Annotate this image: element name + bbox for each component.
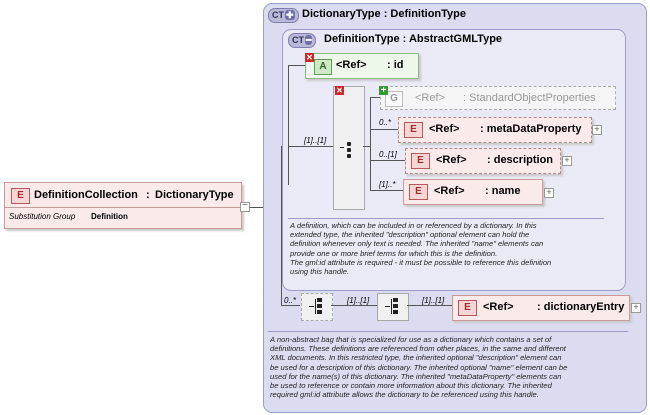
complex-type-badge-inner: CT━ (288, 33, 317, 48)
attribute-badge: A (314, 59, 332, 75)
group-standard-object-properties[interactable]: G <Ref> : StandardObjectProperties (380, 86, 616, 110)
name-cardinality: [1]..* (379, 180, 396, 189)
bottom-sequence-outer[interactable] (301, 293, 333, 321)
group-ref: <Ref> (415, 92, 445, 104)
connector-bottom-2 (331, 305, 377, 306)
meta-cardinality: 0..* (379, 118, 392, 127)
bottom-mid-cardinality: [1]..[1] (347, 296, 370, 305)
prohibited-sequence-icon: ✕ (335, 86, 344, 95)
expand-icon: ✚ (285, 10, 295, 20)
connector-seq-left (288, 65, 289, 185)
connector-root-h (249, 207, 263, 208)
bottom-sequence-inner[interactable] (377, 293, 409, 321)
attribute-id-name: : id (387, 59, 404, 71)
element-description[interactable]: E <Ref> : description (405, 148, 561, 174)
connector-seq-out (363, 146, 370, 147)
connector-desc (370, 160, 405, 161)
group-badge: G (385, 91, 403, 107)
element-metadataproperty[interactable]: E <Ref> : metaDataProperty (398, 117, 592, 143)
meta-ref: <Ref> (429, 123, 460, 135)
element-dictionaryentry[interactable]: E <Ref> : dictionaryEntry (452, 295, 630, 321)
root-element-colon: : (146, 189, 150, 201)
entry-name: : dictionaryEntry (537, 301, 625, 313)
connector-group (370, 97, 380, 98)
collapse-icon: ━ (305, 35, 313, 45)
root-element-type: DictionaryType (155, 189, 234, 201)
dictionary-type-title: DictionaryType : DefinitionType (302, 8, 466, 20)
root-element[interactable]: E DefinitionCollection : DictionaryType … (4, 182, 242, 229)
dictionary-documentation: A non-abstract bag that is specialized f… (270, 335, 568, 400)
element-badge: E (458, 300, 477, 316)
element-badge: E (404, 122, 423, 138)
connector-meta (370, 129, 398, 130)
dictionary-doc-divider (268, 331, 628, 332)
definition-type-title: DefinitionType : AbstractGMLType (324, 33, 503, 45)
connector-name (370, 190, 403, 191)
meta-name: : metaDataProperty (480, 123, 582, 135)
root-divider (5, 207, 241, 208)
expand-name-toggle[interactable]: + (544, 188, 554, 198)
element-badge: E (11, 188, 30, 204)
added-icon: + (379, 85, 388, 96)
substitution-group-value: Definition (91, 212, 128, 221)
attribute-id-box[interactable]: A <Ref> : id (305, 53, 419, 79)
expand-desc-toggle[interactable]: + (562, 156, 572, 166)
definition-documentation: A definition, which can be included in o… (290, 221, 552, 277)
connector-bottom-h (281, 305, 300, 306)
prohibited-icon: ✕ (305, 53, 314, 62)
complex-type-badge: CT✚ (268, 8, 299, 23)
bottom-outer-cardinality: 0..* (284, 296, 297, 305)
expand-meta-toggle[interactable]: + (592, 125, 602, 135)
element-name[interactable]: E <Ref> : name (403, 179, 543, 205)
element-badge: E (409, 184, 428, 200)
definition-doc-divider (288, 218, 604, 219)
collapse-root-toggle[interactable]: − (240, 201, 250, 212)
attribute-id-ref: <Ref> (336, 59, 367, 71)
desc-name: : description (487, 154, 554, 166)
name-ref: <Ref> (434, 185, 465, 197)
connector-bottom-v (281, 146, 282, 306)
connector-attr-h (288, 65, 305, 66)
root-element-name: DefinitionCollection (34, 189, 138, 201)
sequence-compositor[interactable]: ⋮ (333, 86, 365, 210)
bottom-entry-cardinality: [1]..[1] (422, 296, 445, 305)
entry-ref: <Ref> (483, 301, 514, 313)
name-name: : name (485, 185, 521, 197)
expand-entry-toggle[interactable]: + (631, 303, 641, 313)
element-badge: E (411, 153, 430, 169)
desc-cardinality: 0..[1] (379, 150, 397, 159)
substitution-group-label: Substitution Group (9, 212, 76, 221)
desc-ref: <Ref> (436, 154, 467, 166)
group-name: : StandardObjectProperties (463, 92, 596, 104)
sequence-cardinality: [1]..[1] (304, 136, 327, 145)
connector-bottom-3 (407, 305, 452, 306)
connector-seq-h (288, 146, 333, 147)
connector-seq-right (370, 97, 371, 190)
